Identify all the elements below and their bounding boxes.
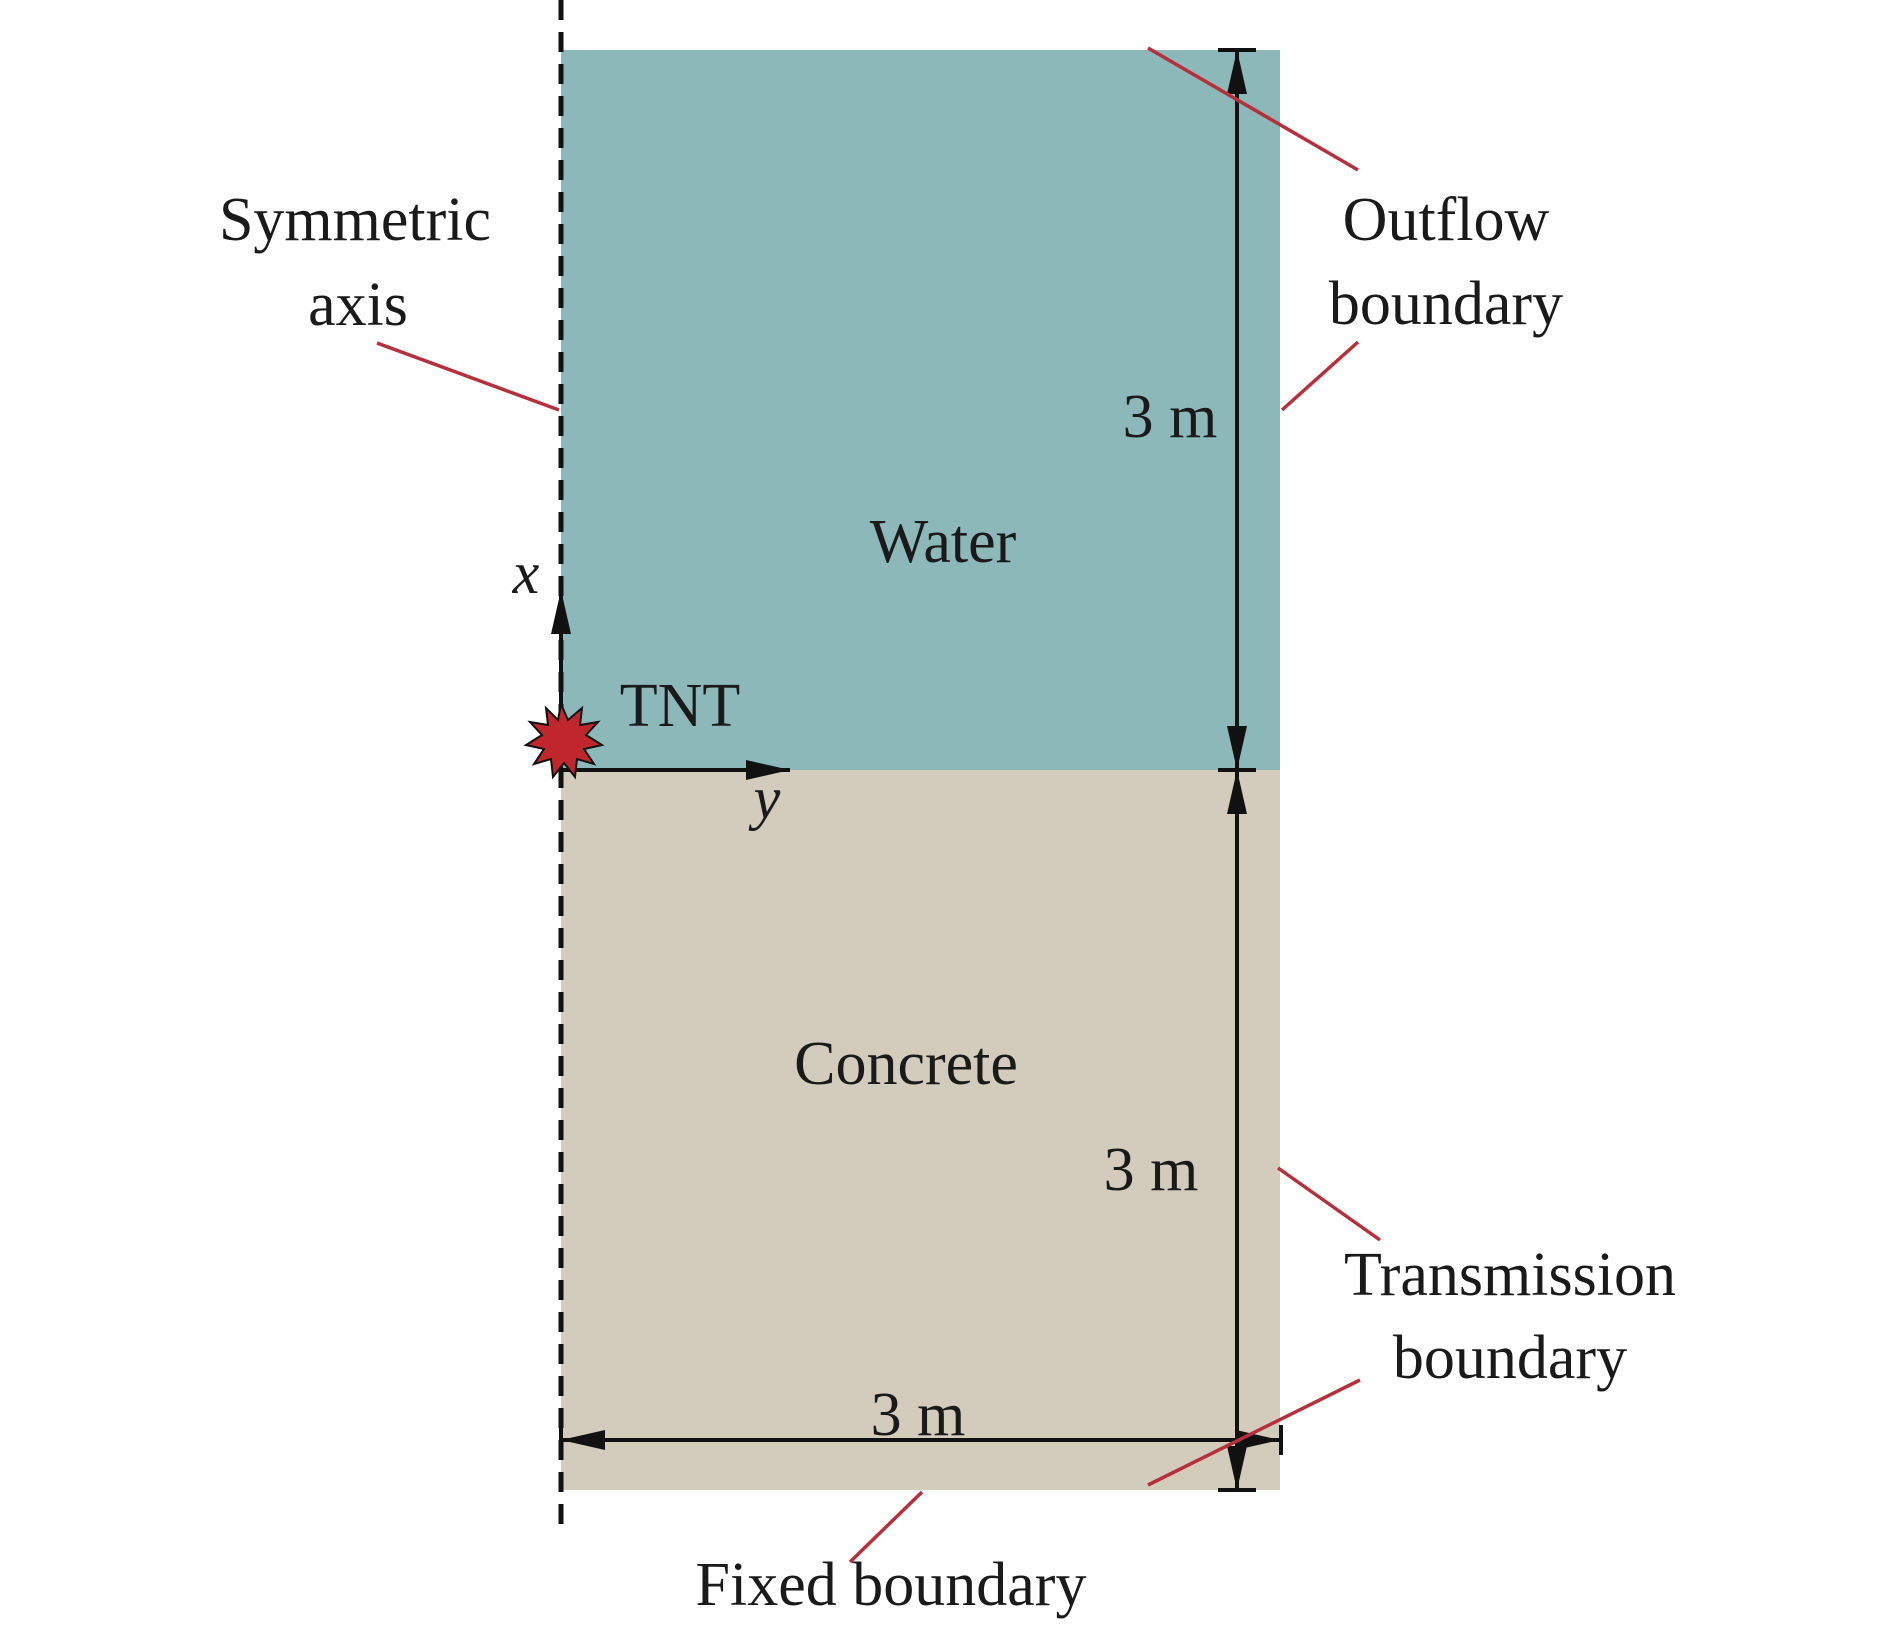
transmission-boundary-label-line2: boundary	[1393, 1324, 1627, 1392]
outflow-boundary-label-line1: Outflow	[1343, 186, 1550, 254]
concrete-label: Concrete	[794, 1030, 1018, 1098]
symmetric-axis-label-line1: Symmetric	[219, 186, 491, 254]
dim-water-height-label: 3 m	[1123, 383, 1218, 451]
tnt-label: TNT	[620, 672, 741, 740]
leader-outflow-right	[1280, 340, 1360, 412]
leader-fixed-boundary	[848, 1490, 924, 1564]
water-label: Water	[870, 508, 1017, 576]
leader-outflow-top	[1147, 46, 1359, 172]
leader-transmission-bottom	[1147, 1378, 1361, 1487]
water-region	[561, 50, 1280, 770]
tnt-burst-icon	[523, 700, 605, 780]
outflow-boundary-label-line2: boundary	[1329, 270, 1563, 338]
concrete-region	[561, 770, 1280, 1490]
y-axis-label: y	[748, 765, 781, 831]
fixed-boundary-label: Fixed boundary	[696, 1551, 1087, 1619]
leader-transmission-right	[1276, 1166, 1382, 1242]
x-axis-label: x	[512, 540, 540, 606]
dim-width-label: 3 m	[871, 1381, 966, 1449]
transmission-boundary-label-line1: Transmission	[1344, 1241, 1676, 1309]
leader-symmetric-axis	[376, 341, 560, 412]
symmetric-axis-label-line2: axis	[308, 271, 408, 339]
dim-concrete-height-label: 3 m	[1104, 1136, 1199, 1204]
